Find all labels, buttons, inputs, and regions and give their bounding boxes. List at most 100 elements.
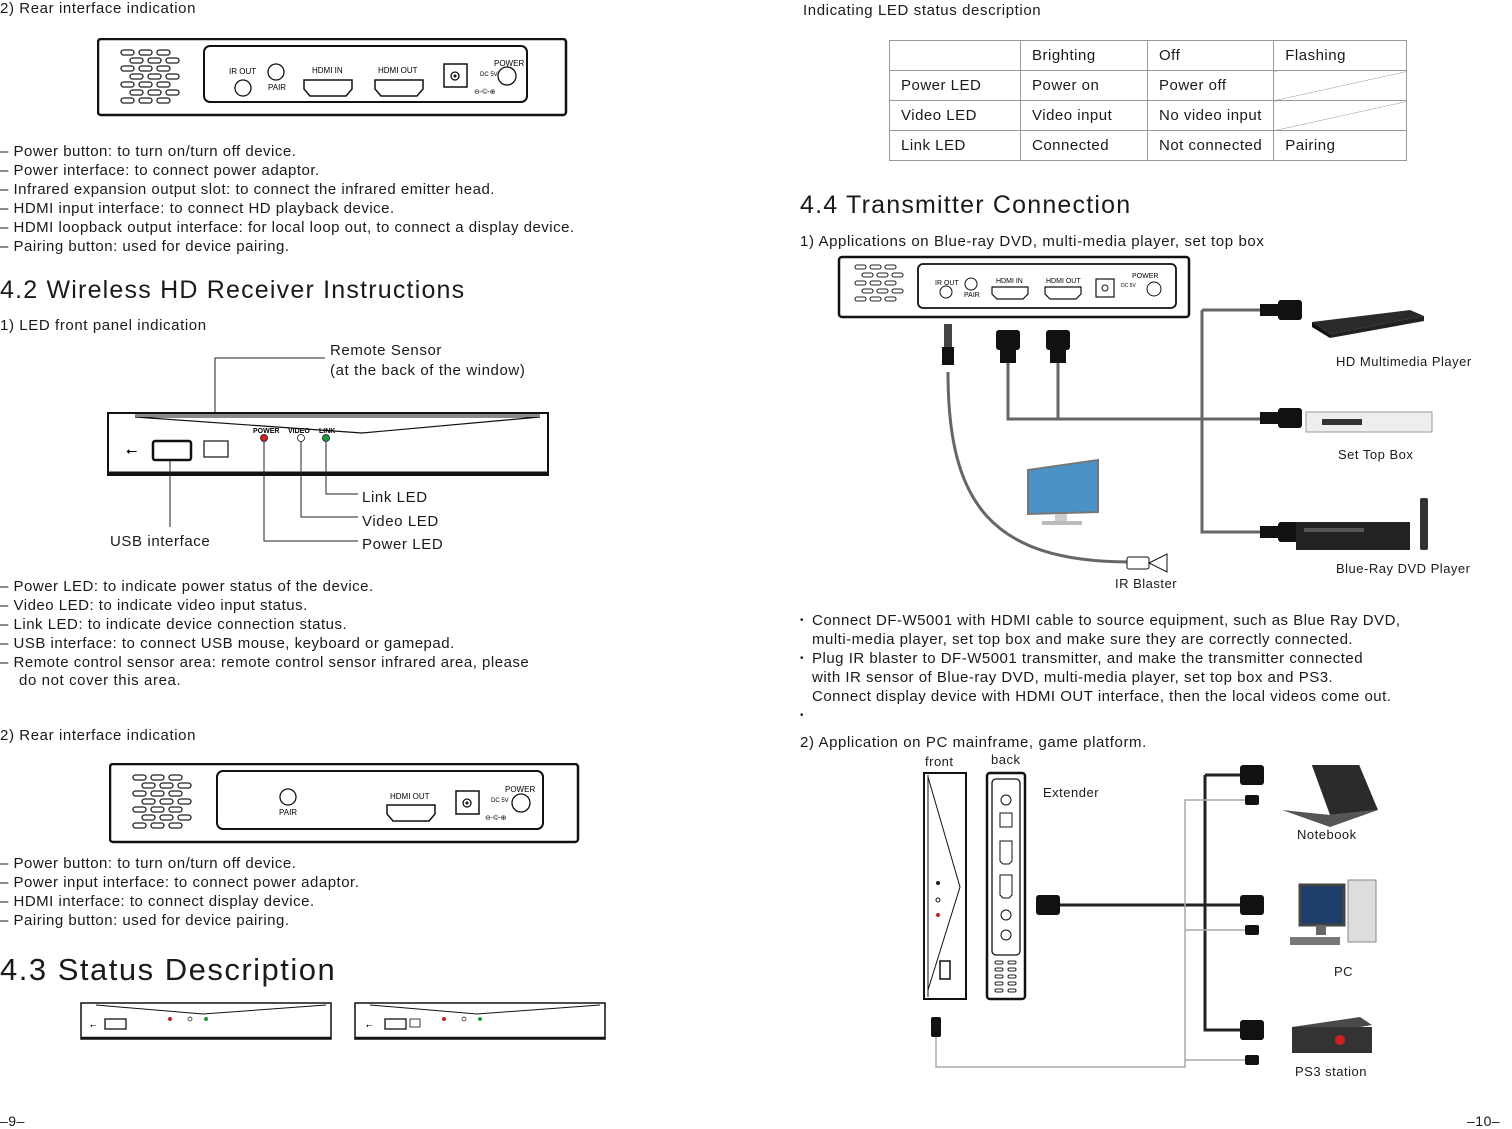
pair-button (279, 788, 297, 806)
notebook-illustration (1282, 765, 1378, 827)
svg-text:HDMI OUT: HDMI OUT (1046, 278, 1081, 285)
table-cell: Not connected (1146, 130, 1275, 161)
pc-illustration (1290, 879, 1377, 945)
list-item: Power input interface: to connect power … (0, 873, 359, 892)
video-led-label: VIDEO (288, 428, 310, 435)
led-status-table: Brighting Off Flashing Power LED Power o… (889, 40, 1407, 161)
ir-blaster-label: IR Blaster (1115, 576, 1178, 591)
dc-label: DC 5V (491, 798, 509, 804)
power-label: POWER (505, 785, 535, 794)
power-led (260, 434, 268, 442)
notebook-label: Notebook (1297, 827, 1357, 842)
list-item: Power button: to turn on/turn off device… (0, 142, 575, 161)
set-top-box-label: Set Top Box (1338, 447, 1414, 462)
power-led-label: POWER (253, 428, 279, 435)
pc-label: PC (1334, 964, 1354, 979)
hdmi-in-label: HDMI IN (312, 66, 343, 75)
list-item: Video LED: to indicate video input statu… (0, 596, 529, 615)
list-item: Connect DF-W5001 with HDMI cable to sour… (800, 611, 1401, 649)
link-led (322, 434, 330, 442)
link-led-label: LINK (319, 428, 335, 435)
video-led-callout: Video LED (362, 513, 439, 530)
table-cell: Video LED (889, 100, 1021, 131)
rear-interface-heading-1: 2) Rear interface indication (0, 0, 197, 17)
list-item: Link LED: to indicate device connection … (0, 615, 529, 634)
list-item: USB interface: to connect USB mouse, key… (0, 634, 529, 653)
ir-blaster (1126, 556, 1150, 570)
power-button (511, 793, 531, 813)
remote-sensor-label: Remote Sensor (330, 342, 443, 359)
led-description-list: Power LED: to indicate power status of t… (0, 577, 529, 672)
list-item-continuation: do not cover this area. (19, 672, 182, 689)
status-table-heading: Indicating LED status description (803, 2, 1042, 19)
power-button (497, 66, 517, 86)
usb-icon: ⭠ (126, 442, 137, 458)
application-1-heading: 1) Applications on Blue-ray DVD, multi-m… (800, 233, 1265, 250)
ir-out-label: IR OUT (229, 67, 256, 76)
bluray-label: Blue-Ray DVD Player (1336, 561, 1471, 576)
remote-sensor-window (203, 440, 229, 458)
table-cell: Connected (1020, 130, 1148, 161)
list-item: Pairing button: used for device pairing. (0, 911, 359, 930)
svg-text:POWER: POWER (1132, 273, 1158, 280)
ps3-illustration (1292, 1017, 1372, 1053)
section-4-3-title: 4.3 Status Description (0, 952, 337, 987)
table-row: Brighting Off Flashing (889, 40, 1407, 71)
list-item: Power LED: to indicate power status of t… (0, 577, 529, 596)
status-device-illustration-2: ⭠ (354, 1002, 606, 1040)
hd-multimedia-player-illustration (1312, 310, 1424, 338)
section-4-2-title: 4.2 Wireless HD Receiver Instructions (0, 276, 466, 304)
usb-interface-callout: USB interface (110, 533, 211, 550)
power-jack (443, 63, 468, 88)
dc-label: DC 5V (480, 72, 498, 78)
table-cell: Power on (1020, 70, 1148, 101)
status-device-illustration-1: ⭠ (80, 1002, 332, 1040)
list-item: Power interface: to connect power adapto… (0, 161, 575, 180)
table-cell-empty (1273, 100, 1407, 131)
list-item: Power button: to turn on/turn off device… (0, 854, 359, 873)
front-panel-device-diagram: ⭠ POWER VIDEO LINK (107, 357, 549, 542)
svg-text:⭠: ⭠ (366, 1021, 373, 1030)
svg-text:IR OUT: IR OUT (935, 280, 959, 287)
table-row: Link LED Connected Not connected Pairing (889, 130, 1407, 161)
table-cell: Brighting (1020, 40, 1148, 71)
power-label: POWER (494, 59, 524, 68)
application-2-heading: 2) Application on PC mainframe, game pla… (800, 734, 1147, 751)
pair-label: PAIR (279, 808, 297, 817)
set-top-box-illustration (1305, 411, 1433, 433)
table-cell: Flashing (1273, 40, 1407, 71)
power-jack (455, 790, 480, 815)
remote-sensor-note: (at the back of the window) (330, 362, 526, 379)
rear-interface-list-2: Power button: to turn on/turn off device… (0, 854, 359, 930)
table-cell: Pairing (1273, 130, 1407, 161)
video-led (297, 434, 305, 442)
svg-text:DC 5V: DC 5V (1121, 283, 1136, 289)
application-1-notes: Connect DF-W5001 with HDMI cable to sour… (800, 611, 1401, 725)
page-number-right: –10– (1467, 1113, 1501, 1129)
bluray-player-illustration (1296, 498, 1428, 550)
usb-port (151, 439, 193, 462)
svg-text:⊖-©-⊕: ⊖-©-⊕ (474, 88, 496, 96)
rear-interface-heading-2: 2) Rear interface indication (0, 727, 197, 744)
svg-text:PAIR: PAIR (964, 292, 980, 299)
led-panel-heading: 1) LED front panel indication (0, 317, 207, 334)
vent-grille (132, 774, 192, 829)
svg-text:HDMI IN: HDMI IN (996, 278, 1023, 285)
hd-player-label: HD Multimedia Player (1336, 354, 1472, 369)
rear-interface-list-1: Power button: to turn on/turn off device… (0, 142, 575, 256)
table-cell (889, 40, 1021, 71)
back-label: back (991, 752, 1021, 767)
list-item: Remote control sensor area: remote contr… (0, 653, 529, 672)
svg-text:⭠: ⭠ (90, 1021, 97, 1030)
svg-text:⊖-©-⊕: ⊖-©-⊕ (485, 814, 507, 822)
table-cell: Link LED (889, 130, 1021, 161)
rear-panel-device-diagram: IR OUT PAIR HDMI IN HDMI OUT POWER DC 5V… (97, 38, 568, 117)
receiver-rear-panel-diagram: PAIR HDMI OUT POWER DC 5V ⊖-©-⊕ (109, 763, 580, 844)
hdmi-out-label: HDMI OUT (390, 792, 430, 801)
list-item: HDMI interface: to connect display devic… (0, 892, 359, 911)
table-cell: Power off (1146, 70, 1275, 101)
hdmi-in-port (303, 79, 353, 97)
list-item: Pairing button: used for device pairing. (0, 237, 575, 256)
hdmi-out-label: HDMI OUT (378, 66, 418, 75)
page-number-left: –9– (0, 1113, 25, 1129)
